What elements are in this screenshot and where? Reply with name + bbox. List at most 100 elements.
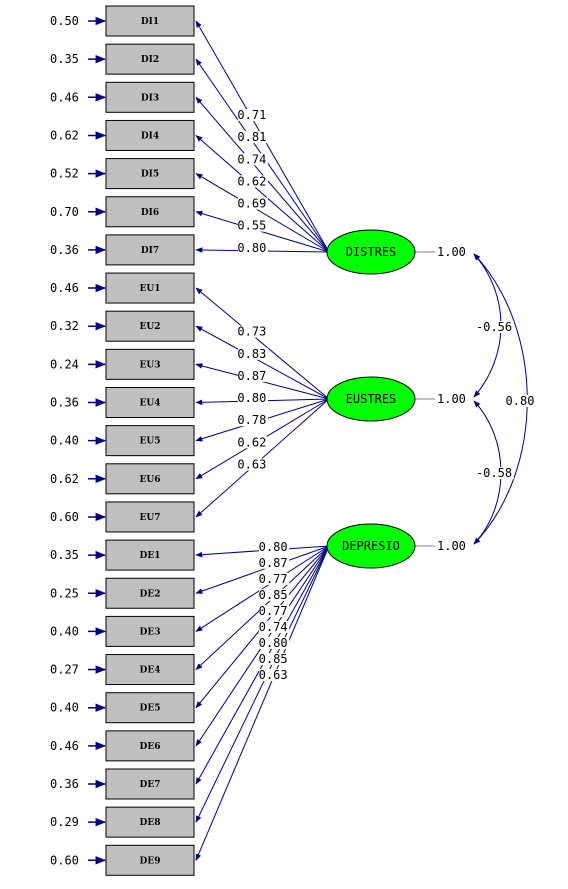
indicator-label: DI6: [141, 208, 159, 218]
loading-label-bg: [237, 153, 268, 166]
loading-arrow: [195, 545, 330, 594]
loading-label-bg: [259, 636, 290, 649]
loading-arrow: [195, 96, 330, 253]
loading-value: 0.63: [237, 457, 266, 471]
indicator-eu6: [105, 463, 195, 495]
indicator-label: EU6: [140, 475, 161, 485]
loading-label-bg: [259, 652, 290, 665]
loading-label-bg: [259, 669, 290, 682]
indicator-de6: [105, 730, 195, 762]
loading-value: 0.77: [259, 604, 288, 618]
indicator-di3: [105, 81, 195, 113]
error-variance: 0.62: [50, 472, 79, 486]
loading-arrow: [195, 545, 330, 632]
loading-value: 0.85: [259, 588, 288, 602]
indicator-label: EU3: [140, 360, 161, 370]
indicator-label: DI7: [141, 246, 159, 256]
loading-value: 0.80: [237, 241, 266, 255]
variable-shapes: [105, 5, 416, 876]
loading-value: 0.85: [259, 652, 288, 666]
error-variance: 0.29: [50, 815, 79, 829]
latent-eustres: [326, 376, 416, 422]
latent-variance: 1.00: [437, 392, 466, 406]
indicator-label: DE7: [140, 780, 161, 790]
loading-value: 0.74: [259, 620, 288, 634]
error-variance: 0.70: [50, 205, 79, 219]
covariance-value: 0.80: [506, 394, 535, 408]
latent-depresio: [326, 523, 416, 569]
indicator-label: EU7: [140, 513, 161, 523]
indicator-label: DE9: [140, 856, 161, 866]
loading-arrow: [195, 287, 330, 400]
latent-distres: [326, 229, 416, 275]
indicator-label: DI3: [141, 93, 159, 103]
loading-arrow: [195, 545, 330, 861]
indicator-label: DE5: [140, 704, 161, 714]
error-variance: 0.46: [50, 90, 79, 104]
loading-value: 0.80: [259, 636, 288, 650]
indicator-eu3: [105, 348, 195, 380]
indicator-label: DE4: [140, 666, 161, 676]
loading-value: 0.69: [237, 197, 266, 211]
error-variance: 0.36: [50, 777, 79, 791]
loading-value: 0.55: [237, 219, 266, 233]
loading-value: 0.71: [237, 108, 266, 122]
loading-label-bg: [237, 414, 268, 427]
indicator-label: DI2: [141, 55, 159, 65]
indicator-di5: [105, 158, 195, 190]
loading-value: 0.74: [237, 152, 266, 166]
indicator-label: DI5: [141, 170, 159, 180]
loading-label-bg: [259, 620, 290, 633]
indicator-label: DE2: [140, 589, 161, 599]
error-variance: 0.36: [50, 396, 79, 410]
error-variance: 0.40: [50, 624, 79, 638]
loading-value: 0.73: [237, 325, 266, 339]
indicator-label: EU4: [140, 399, 161, 409]
indicator-eu4: [105, 387, 195, 418]
indicator-eu1: [105, 272, 195, 304]
covariance-value: -0.58: [476, 466, 512, 480]
latent-variance: 1.00: [437, 539, 466, 553]
loading-value: 0.80: [237, 391, 266, 405]
loading-label-bg: [237, 219, 268, 232]
loading-arrow: [195, 545, 330, 785]
loading-label-bg: [237, 347, 268, 360]
indicator-label: DI1: [141, 17, 159, 27]
error-variance: 0.27: [50, 663, 79, 677]
loading-value: 0.77: [259, 572, 288, 586]
covariance-label-bg: [474, 467, 514, 479]
error-variance: 0.40: [50, 701, 79, 715]
indicator-de4: [105, 654, 195, 686]
error-variance: 0.35: [50, 52, 79, 66]
loading-label-bg: [237, 369, 268, 382]
indicator-de5: [105, 692, 195, 724]
loading-arrow: [195, 545, 330, 823]
error-variance: 0.60: [50, 510, 79, 524]
error-variance: 0.50: [50, 14, 79, 28]
loading-value: 0.87: [259, 556, 288, 570]
loading-value: 0.62: [237, 435, 266, 449]
error-variance: 0.46: [50, 739, 79, 753]
loading-value: 0.62: [237, 174, 266, 188]
error-variance: 0.25: [50, 586, 79, 600]
loading-label-bg: [237, 392, 268, 405]
indicator-de3: [105, 615, 195, 647]
loading-arrow: [195, 134, 330, 253]
indicator-label: DE1: [140, 551, 161, 561]
indicator-eu5: [105, 425, 195, 457]
loading-label-bg: [259, 540, 290, 553]
error-variance: 0.60: [50, 853, 79, 867]
indicator-label: DE8: [140, 818, 161, 828]
loading-arrow: [195, 210, 330, 253]
loading-label-bg: [237, 436, 268, 449]
indicator-label: EU2: [140, 322, 161, 332]
latent-label: DISTRES: [346, 245, 397, 259]
covariance-value: -0.56: [476, 320, 512, 334]
indicator-eu2: [105, 310, 195, 342]
latent-label: EUSTRES: [346, 392, 397, 406]
loading-arrow: [195, 325, 330, 400]
loading-label-bg: [237, 109, 268, 122]
indicator-label: DE3: [140, 627, 161, 637]
indicator-label: DE6: [140, 742, 161, 752]
